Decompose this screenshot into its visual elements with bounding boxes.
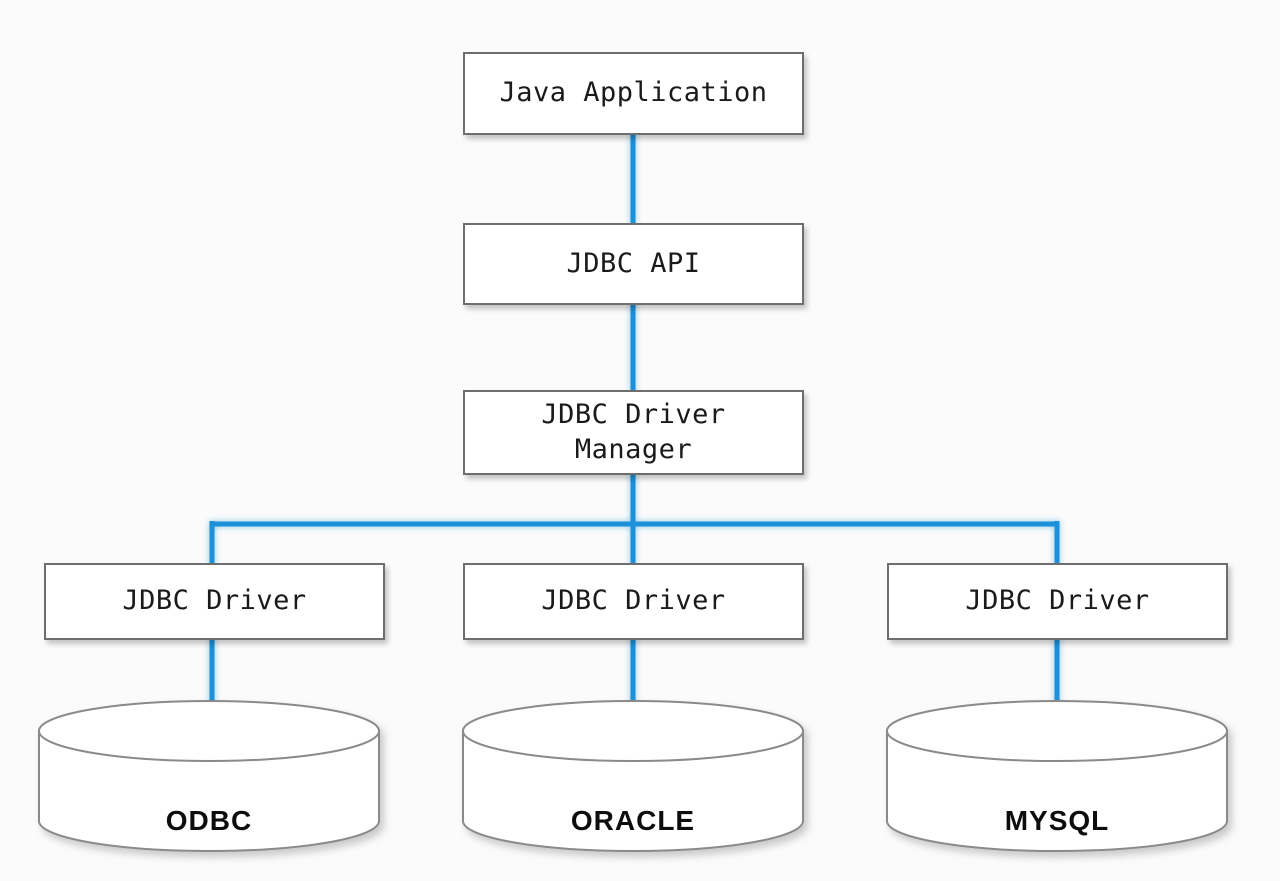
database-cylinder-mysql [886, 700, 1228, 852]
database-cylinder-oracle [462, 700, 804, 852]
cylinder-body-oracle [462, 730, 804, 852]
node-jdbc-driver-left-label: JDBC Driver [122, 585, 307, 617]
cylinder-top-mysql [886, 700, 1228, 762]
node-jdbc-driver-manager-label: JDBC Driver Manager [541, 398, 726, 465]
cylinder-body-odbc [38, 730, 380, 852]
node-jdbc-driver-middle-label: JDBC Driver [541, 585, 726, 617]
cylinder-top-oracle [462, 700, 804, 762]
node-jdbc-driver-right-label: JDBC Driver [965, 585, 1150, 617]
node-java-application[interactable]: Java Application [463, 52, 804, 135]
database-cylinder-odbc [38, 700, 380, 852]
cylinder-body-mysql [886, 730, 1228, 852]
node-jdbc-driver-right[interactable]: JDBC Driver [887, 563, 1228, 640]
node-jdbc-api[interactable]: JDBC API [463, 223, 804, 305]
node-java-application-label: Java Application [499, 77, 768, 109]
node-jdbc-driver-left[interactable]: JDBC Driver [44, 563, 385, 640]
database-cylinders [38, 700, 1228, 852]
node-jdbc-driver-middle[interactable]: JDBC Driver [463, 563, 804, 640]
cylinder-top-odbc [38, 700, 380, 762]
node-jdbc-driver-manager[interactable]: JDBC Driver Manager [463, 390, 804, 475]
node-jdbc-api-label: JDBC API [566, 247, 701, 279]
connector-wires [209, 132, 1060, 735]
